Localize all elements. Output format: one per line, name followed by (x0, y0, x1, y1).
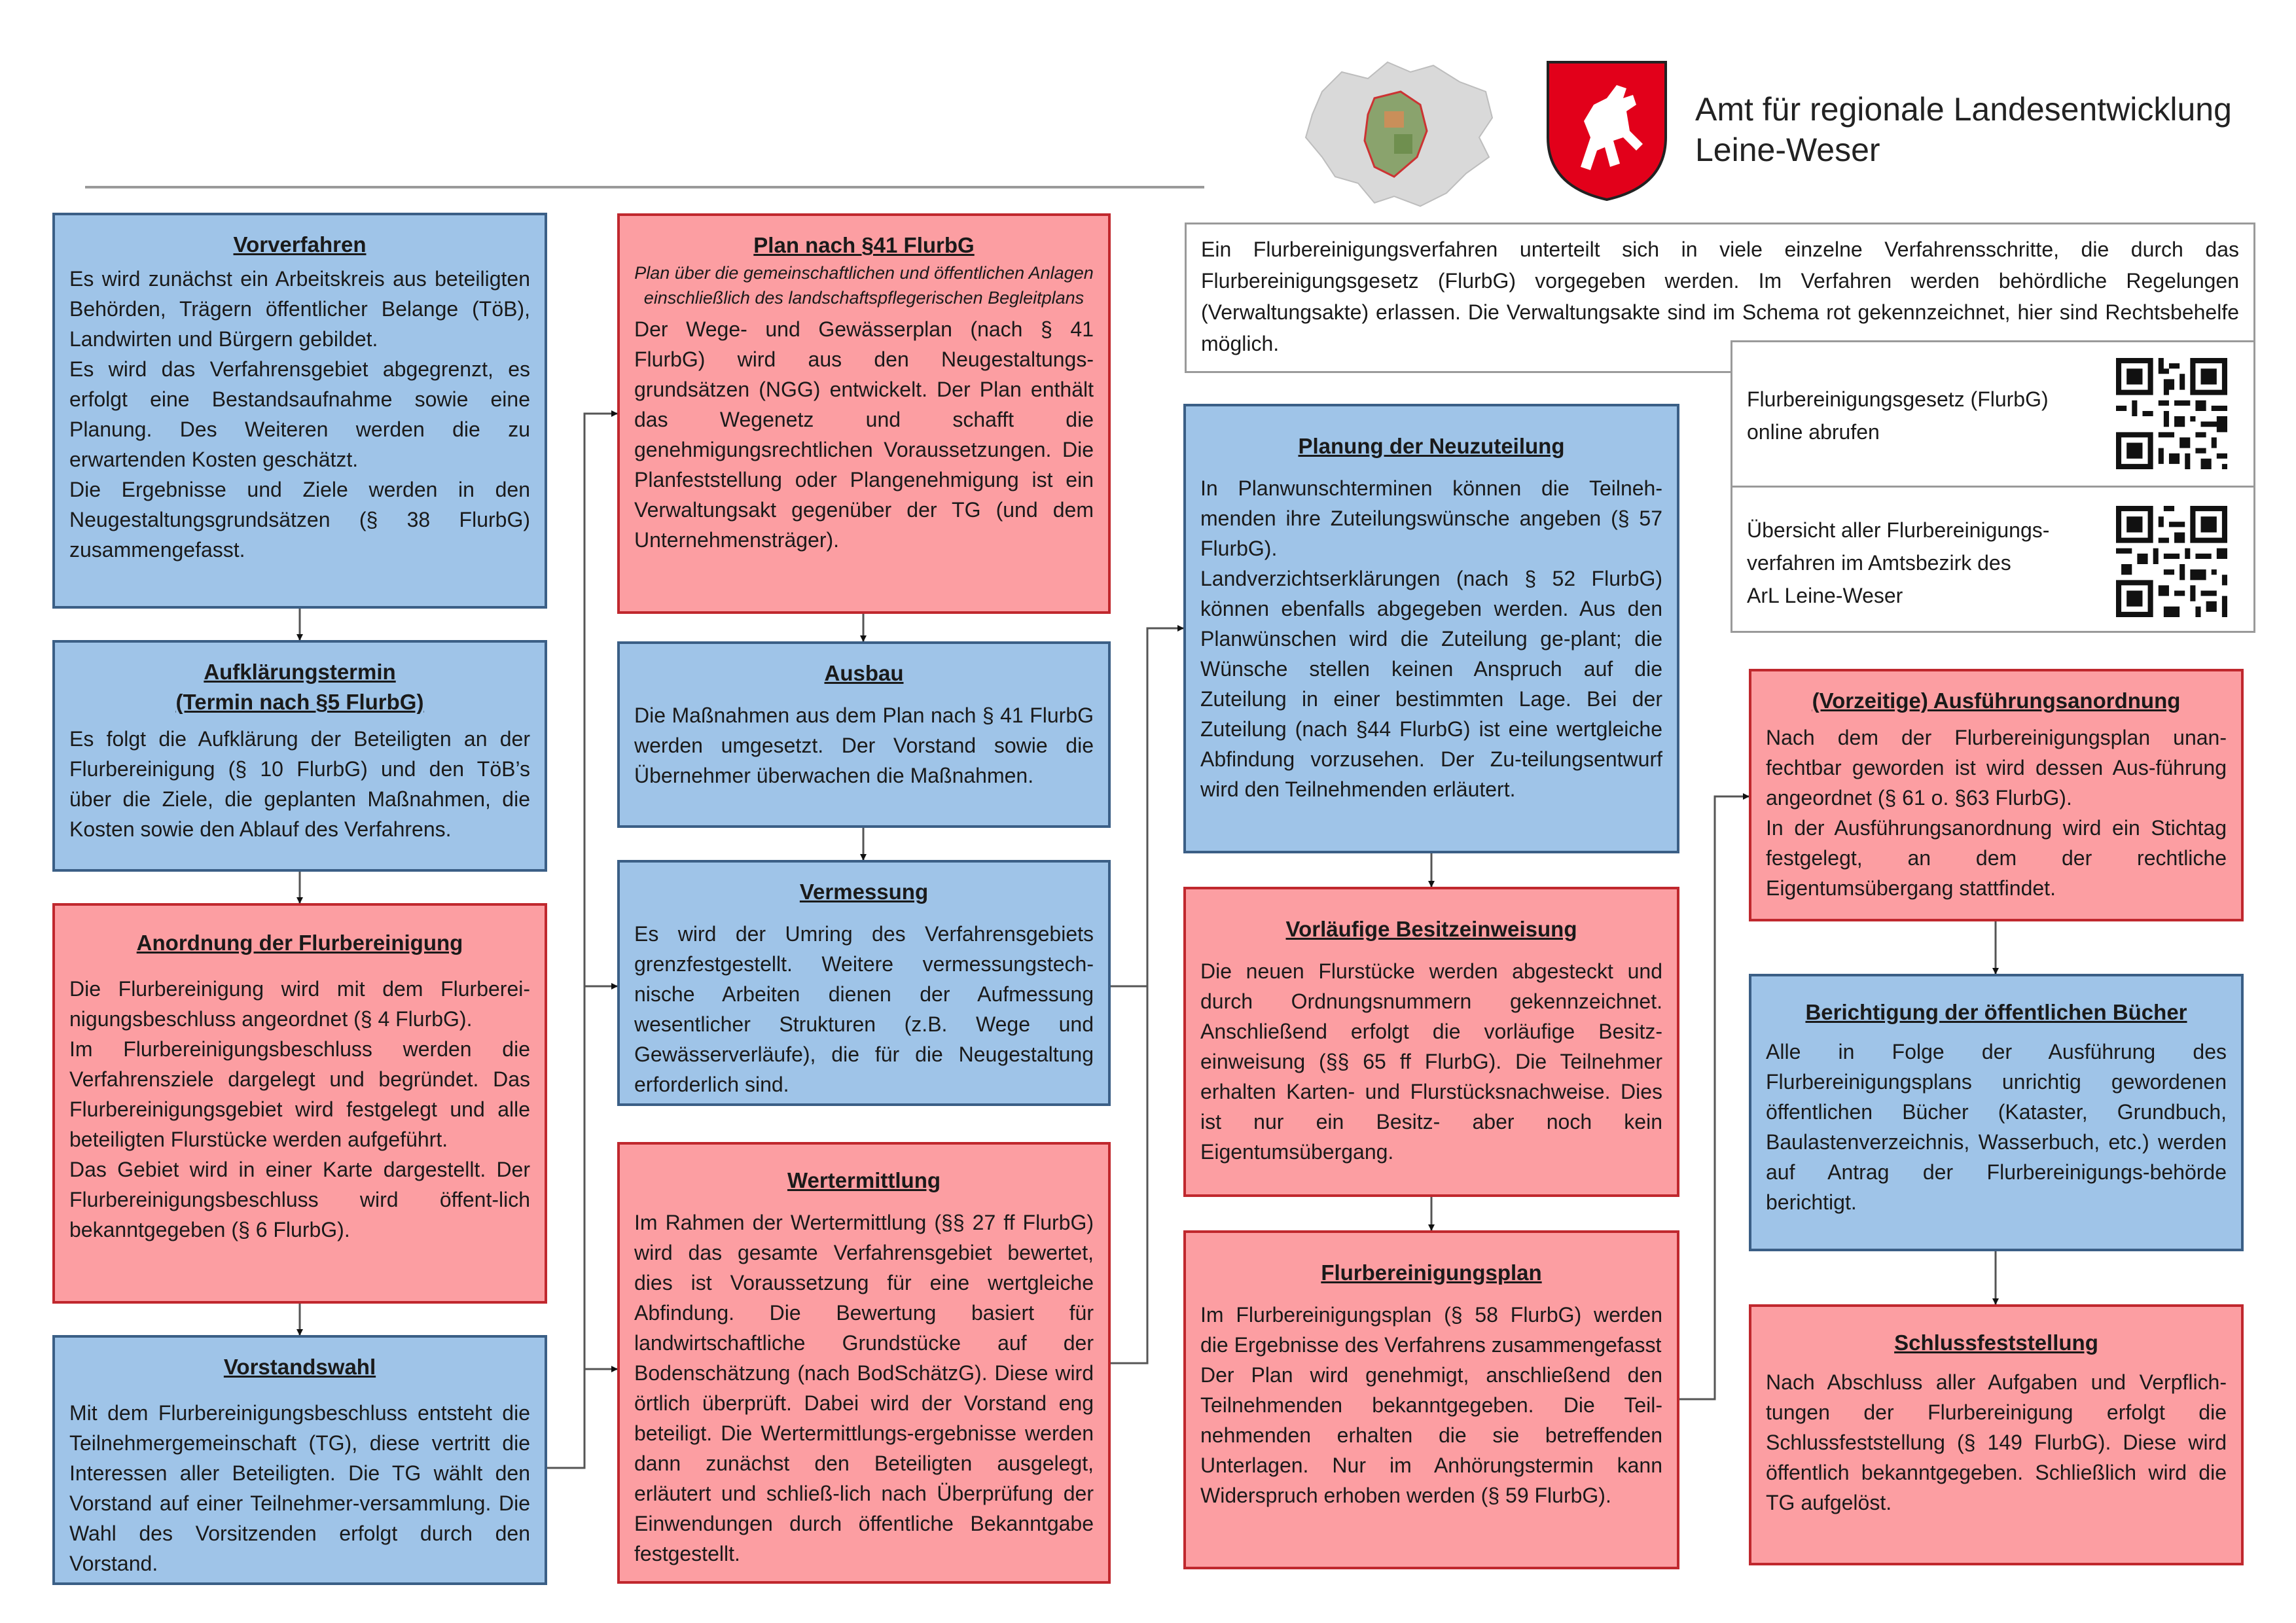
step-title: Wertermittlung (634, 1166, 1094, 1196)
qr2-label-line3: ArL Leine-Weser (1747, 579, 1903, 612)
step-text: Der Plan wird genehmigt, anschließend de… (1200, 1360, 1662, 1510)
step-subtitle: Plan über die gemeinschaftlichen und öff… (634, 260, 1094, 310)
qr-link-flurbg[interactable]: Flurbereinigungsgesetz (FlurbG) online a… (1731, 340, 2255, 488)
step-title: Flurbereinigungsplan (1200, 1258, 1662, 1288)
step-vorstandswahl: Vorstandswahl Mit dem Flurbereinigungsbe… (52, 1335, 547, 1585)
step-wertermittlung: Wertermittlung Im Rahmen der Wertermittl… (617, 1142, 1111, 1584)
step-text: Es wird das Verfahrensgebiet abgegrenzt,… (69, 354, 530, 474)
step-flurbereinigungsplan: Flurbereinigungsplan Im Flurbereinigungs… (1183, 1230, 1679, 1569)
step-schlussfeststellung: Schlussfeststellung Nach Abschluss aller… (1749, 1304, 2244, 1565)
step-text: Die neuen Flurstücke werden abgesteckt u… (1200, 956, 1662, 1167)
lower-saxony-map-image (1296, 52, 1499, 209)
step-text: Der Wege- und Gewässerplan (nach § 41 Fl… (634, 314, 1094, 555)
step-plan-41: Plan nach §41 FlurbG Plan über die gemei… (617, 213, 1111, 614)
step-text: Im Rahmen der Wertermittlung (§§ 27 ff F… (634, 1207, 1094, 1569)
step-text: Das Gebiet wird in einer Karte dargestel… (69, 1154, 530, 1245)
step-text: Es wird zunächst ein Arbeitskreis aus be… (69, 264, 530, 354)
step-text: Es folgt die Aufklärung der Beteiligten … (69, 724, 530, 844)
office-name: Amt für regionale Landesentwicklung Lein… (1695, 89, 2232, 170)
office-name-line2: Leine-Weser (1695, 130, 2232, 170)
step-berichtigung: Berichtigung der öffentlichen Bücher All… (1749, 974, 2244, 1251)
step-text: Die Flurbereinigung wird mit dem Flurber… (69, 974, 530, 1034)
step-text: Alle in Folge der Ausführung des Flurber… (1766, 1037, 2227, 1217)
lower-saxony-crest-icon (1545, 59, 1669, 203)
step-text: Es wird der Umring des Verfahrensgebiets… (634, 919, 1094, 1099)
step-vermessung: Vermessung Es wird der Umring des Verfah… (617, 860, 1111, 1106)
step-title: Vorläufige Besitzeinweisung (1200, 914, 1662, 944)
qr-link-verfahren[interactable]: Übersicht aller Flurbereinigungs- verfah… (1731, 486, 2255, 633)
qr1-label-line1: Flurbereinigungsgesetz (FlurbG) (1747, 383, 2049, 416)
qr2-label-line2: verfahren im Amtsbezirk des (1747, 546, 2011, 579)
qr2-label-line1: Übersicht aller Flurbereinigungs- (1747, 514, 2049, 546)
step-text: Mit dem Flurbereinigungsbeschluss entste… (69, 1398, 530, 1578)
step-title: Schlussfeststellung (1766, 1328, 2227, 1358)
step-text: Landverzichtserklärungen (nach § 52 Flur… (1200, 563, 1662, 804)
step-title: Berichtigung der öffentlichen Bücher (1766, 997, 2227, 1027)
step-ausbau: Ausbau Die Maßnahmen aus dem Plan nach §… (617, 641, 1111, 828)
office-name-line1: Amt für regionale Landesentwicklung (1695, 89, 2232, 130)
step-title: Planung der Neuzuteilung (1200, 431, 1662, 461)
step-text: In Planwunschterminen können die Teilneh… (1200, 473, 1662, 563)
qr1-label-line2: online abrufen (1747, 416, 1880, 448)
step-title: Anordnung der Flurbereinigung (69, 928, 530, 958)
step-title: Vorverfahren (69, 230, 530, 260)
step-text: Die Ergebnisse und Ziele werden in den N… (69, 474, 530, 565)
header-divider (85, 186, 1204, 188)
step-title: Plan nach §41 FlurbG (634, 230, 1094, 260)
step-vorverfahren: Vorverfahren Es wird zunächst ein Arbeit… (52, 213, 547, 609)
step-title: Vorstandswahl (69, 1352, 530, 1382)
step-title: Aufklärungstermin (69, 657, 530, 687)
step-title-line2: (Termin nach §5 FlurbG) (69, 687, 530, 717)
step-text: Im Flurbereinigungsplan (§ 58 FlurbG) we… (1200, 1300, 1662, 1360)
step-text: In der Ausführungsanordnung wird ein Sti… (1766, 813, 2227, 903)
step-ausfuehrungsanordnung: (Vorzeitige) Ausführungsanordnung Nach d… (1749, 669, 2244, 921)
step-title: (Vorzeitige) Ausführungsanordnung (1766, 686, 2227, 716)
step-planung-neuzuteilung: Planung der Neuzuteilung In Planwunschte… (1183, 404, 1679, 853)
step-besitzeinweisung: Vorläufige Besitzeinweisung Die neuen Fl… (1183, 887, 1679, 1197)
step-aufklaerungstermin: Aufklärungstermin (Termin nach §5 FlurbG… (52, 640, 547, 872)
qr-code-icon (2116, 506, 2227, 617)
step-anordnung: Anordnung der Flurbereinigung Die Flurbe… (52, 903, 547, 1304)
qr-code-icon (2116, 358, 2227, 469)
step-text: Im Flurbereinigungsbeschluss werden die … (69, 1034, 530, 1154)
step-title: Ausbau (634, 658, 1094, 688)
step-text: Die Maßnahmen aus dem Plan nach § 41 Flu… (634, 700, 1094, 791)
step-text: Nach Abschluss aller Aufgaben und Verpfl… (1766, 1367, 2227, 1518)
step-text: Nach dem der Flurbereinigungsplan unan-f… (1766, 722, 2227, 813)
step-title: Vermessung (634, 877, 1094, 907)
